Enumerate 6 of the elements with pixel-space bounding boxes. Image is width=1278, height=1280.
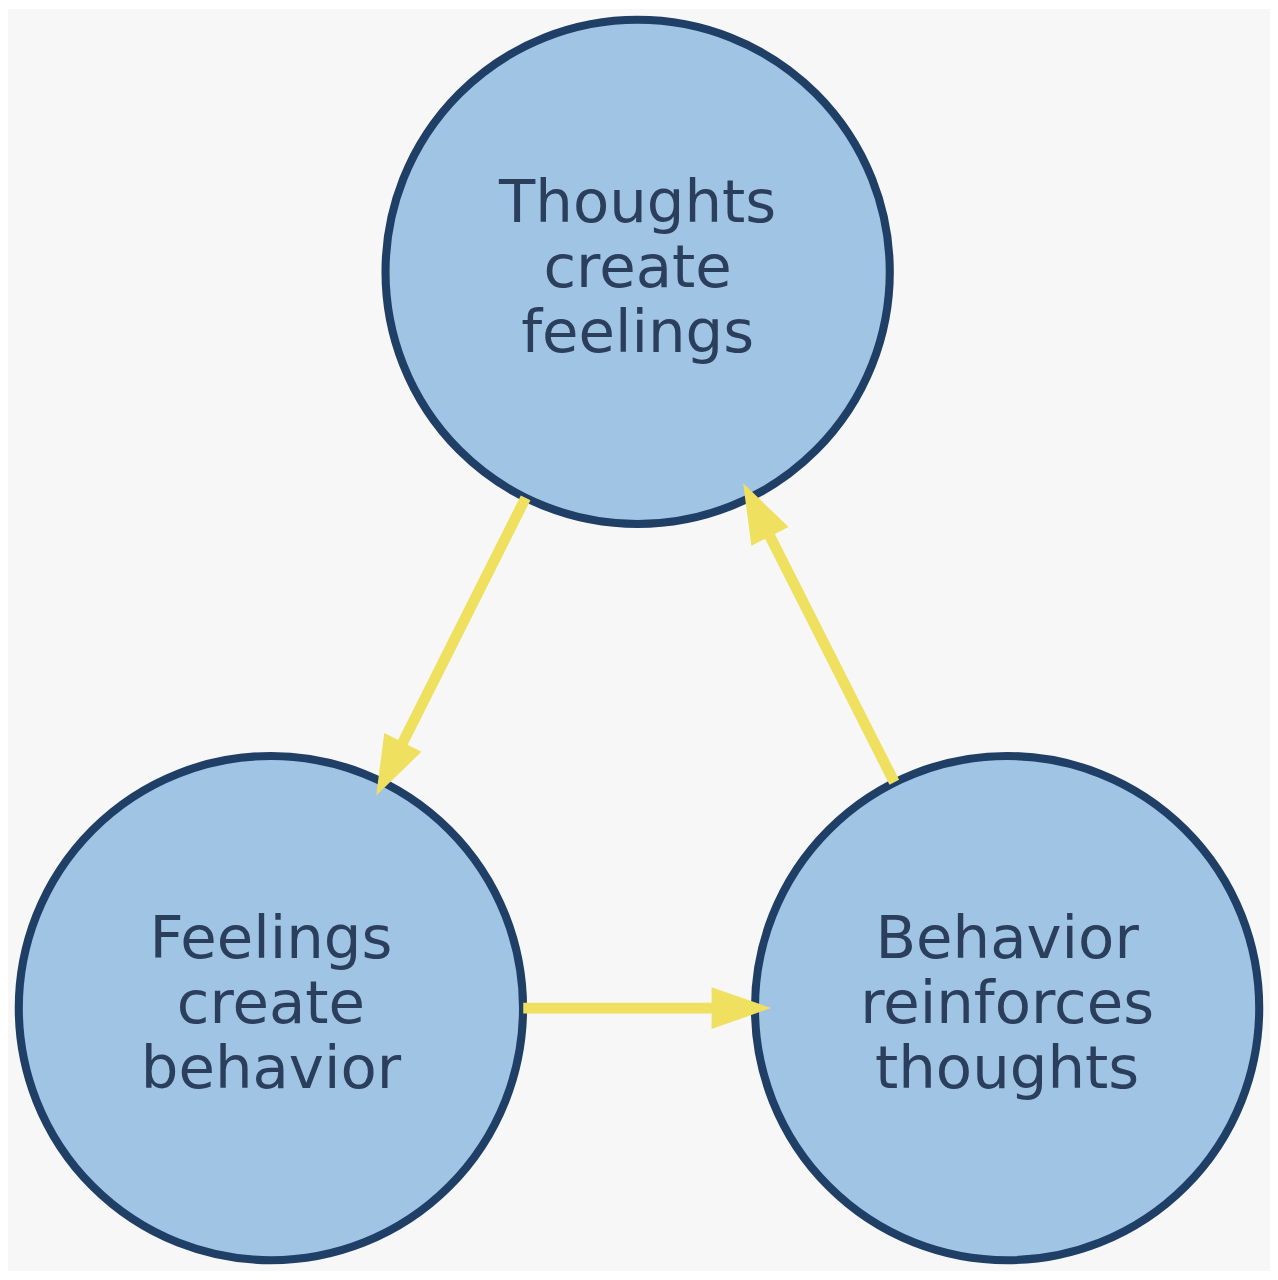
arrow xyxy=(523,987,772,1029)
arrow xyxy=(376,495,531,796)
node-circle: Thoughts create feelings xyxy=(381,15,894,529)
node-circle: Feelings create behavior xyxy=(14,751,528,1265)
node-circle: Behavior reinforces thoughts xyxy=(750,751,1264,1265)
arrow xyxy=(743,483,900,785)
